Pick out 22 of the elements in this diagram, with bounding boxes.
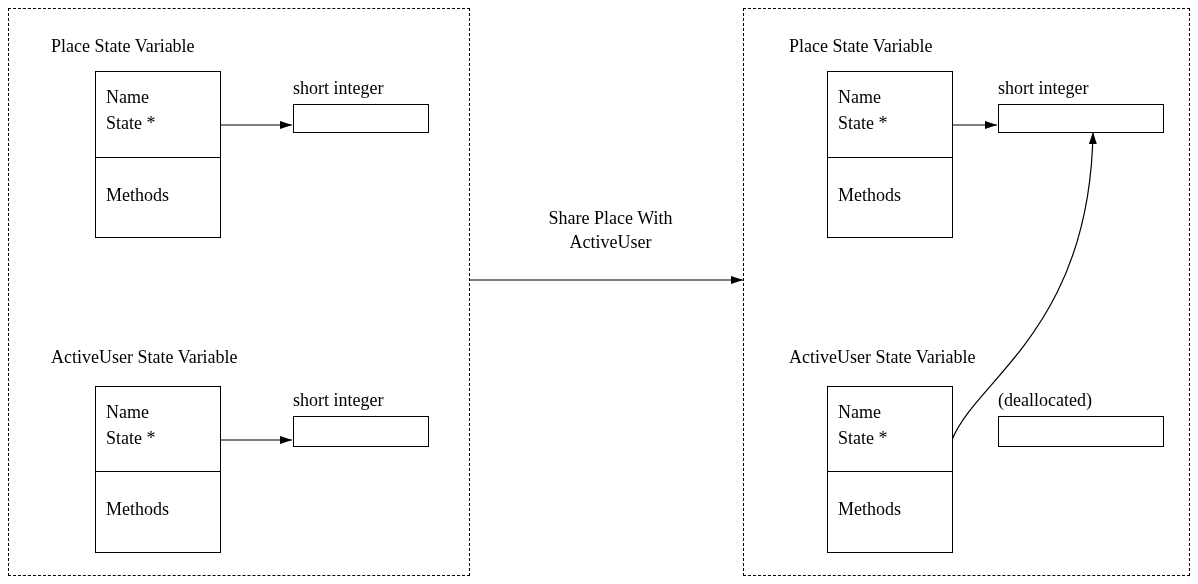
field-list: Name State * [838,84,908,136]
object-title: ActiveUser State Variable [789,346,976,368]
type-label: short integer [293,77,384,99]
field-list: Name State * [838,399,908,451]
arrow [219,436,293,444]
methods-label: Methods [838,185,901,206]
type-label: (deallocated) [998,389,1092,411]
object-title: Place State Variable [51,35,195,57]
methods-label: Methods [106,185,169,206]
methods-label: Methods [838,499,901,520]
arrow [469,276,744,284]
type-label: short integer [998,77,1089,99]
methods-label: Methods [106,499,169,520]
arrow [951,121,998,129]
arrow [219,121,293,129]
object-title: Place State Variable [789,35,933,57]
object-title: ActiveUser State Variable [51,346,238,368]
dashed-panel [8,8,470,576]
type-label: short integer [293,389,384,411]
field-list: Name State * [106,84,176,136]
field-list: Name State * [106,399,176,451]
dashed-panel [743,8,1190,576]
